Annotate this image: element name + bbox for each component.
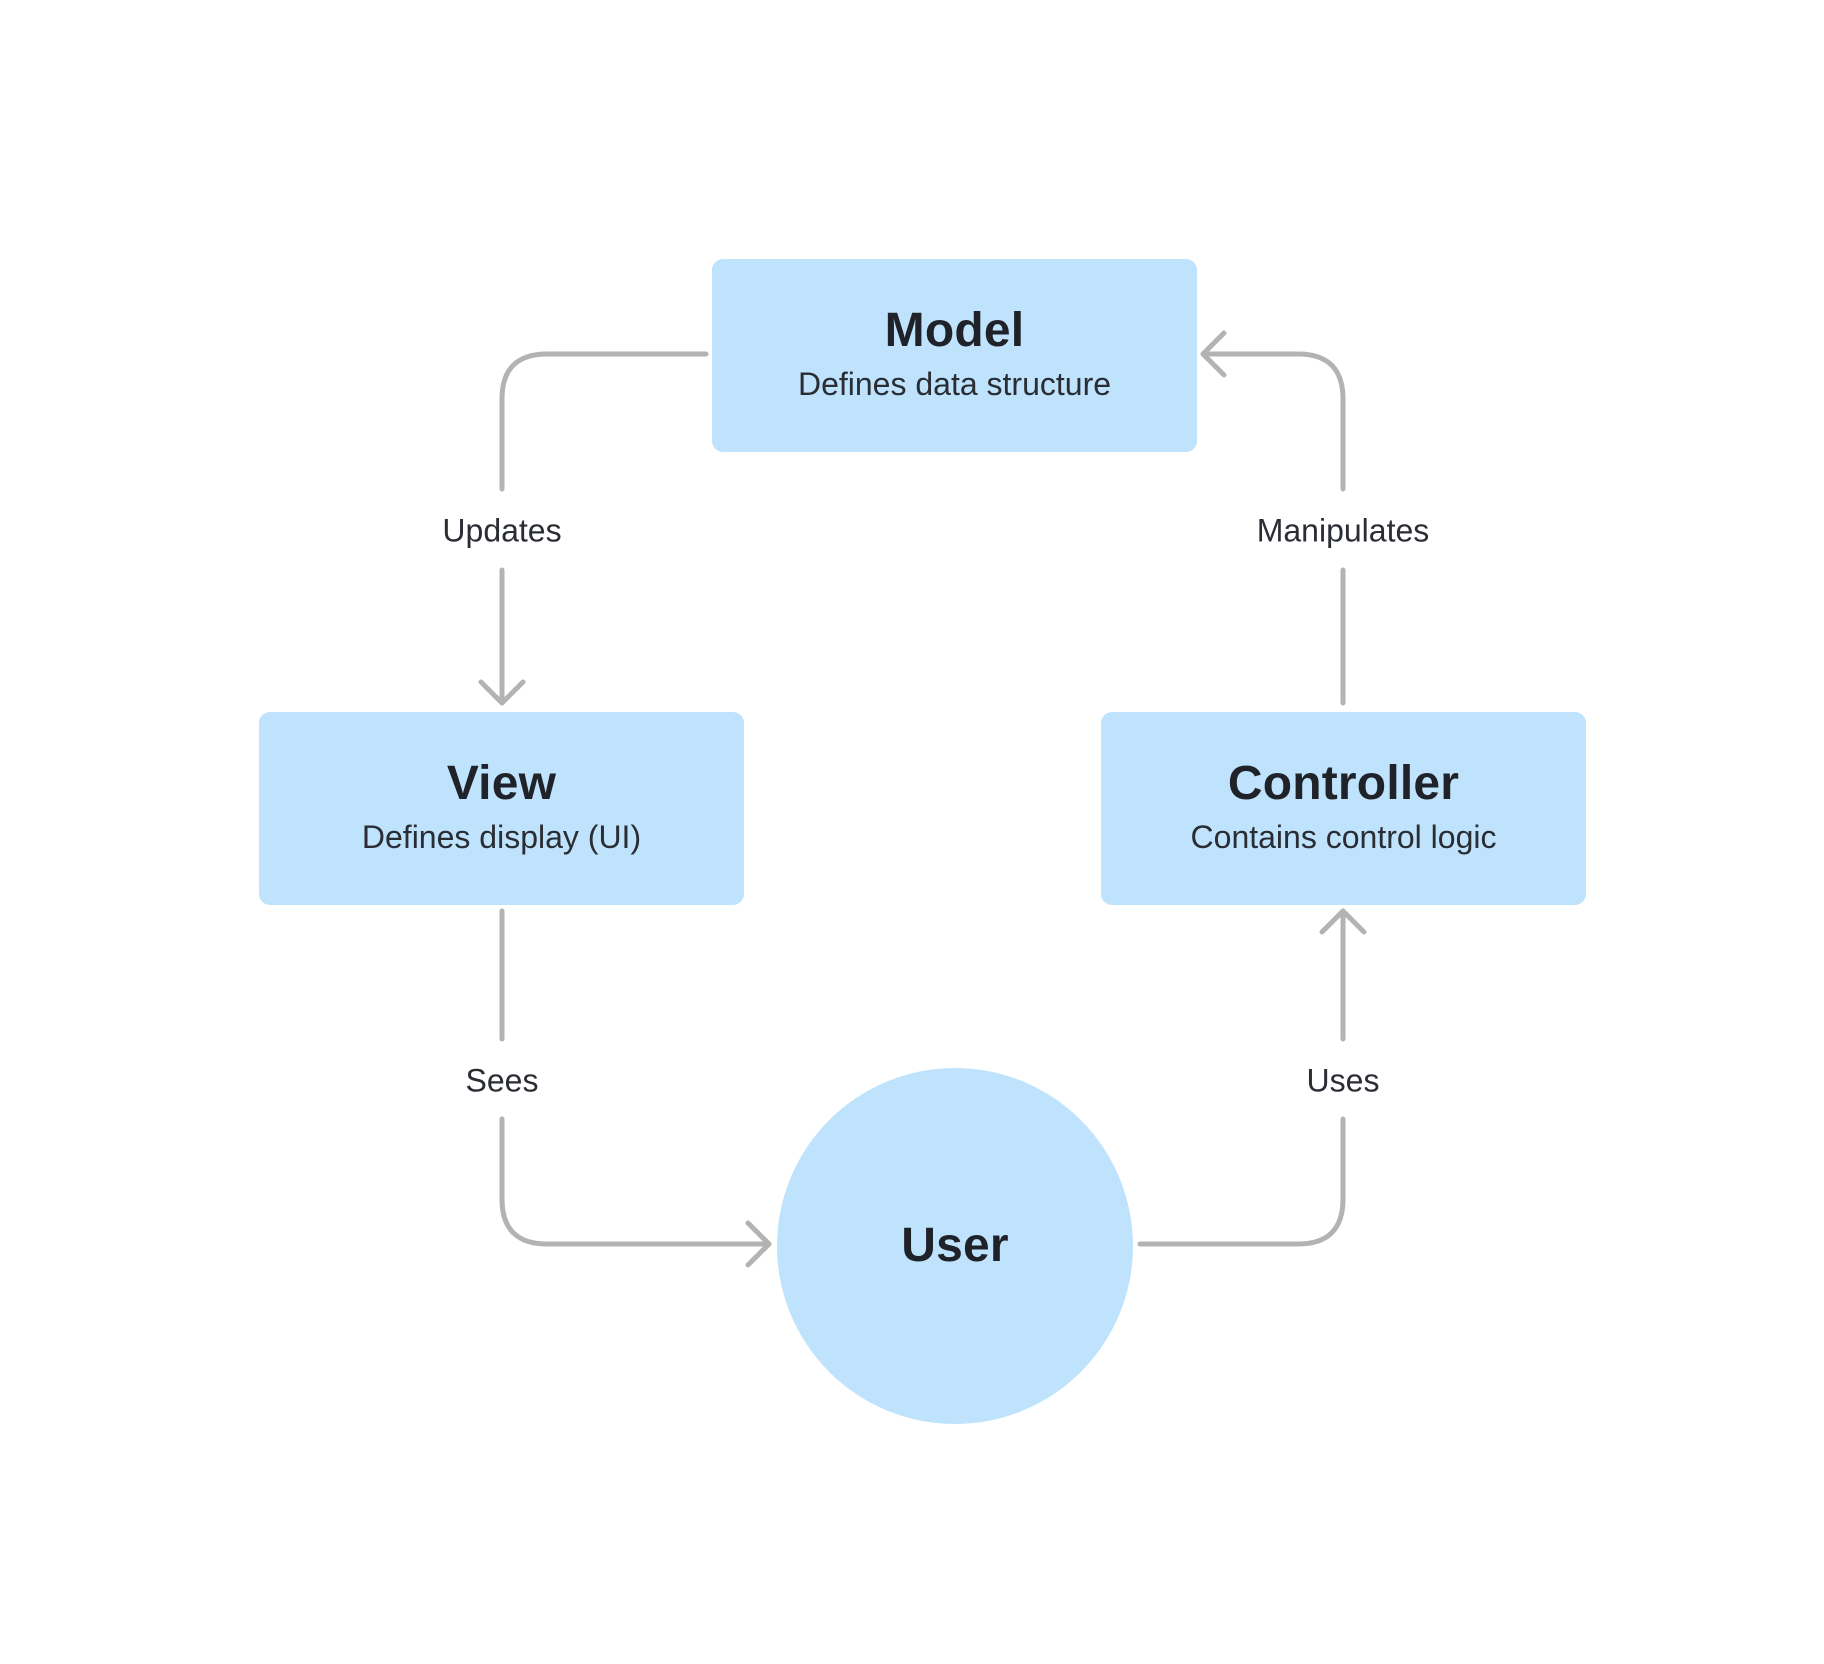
model-description: Defines data structure — [797, 366, 1112, 403]
user-node: User — [777, 1068, 1133, 1424]
edge-updates-upper-line — [499, 351, 709, 492]
edge-label-sees: Sees — [461, 1062, 543, 1100]
controller-title: Controller — [1227, 757, 1460, 811]
controller-node: Controller Contains control logic — [1101, 712, 1586, 905]
edge-manipulates-upper-line — [1200, 351, 1346, 492]
edge-uses-lower-line — [1137, 1116, 1346, 1247]
edge-sees-lower-line — [499, 1116, 772, 1247]
user-title: User — [901, 1218, 1009, 1272]
arrowhead-to-model — [1200, 330, 1227, 378]
view-description: Defines display (UI) — [361, 819, 642, 856]
edge-label-updates: Updates — [438, 512, 566, 550]
arrowhead-to-user — [745, 1220, 772, 1268]
arrowhead-to-view — [478, 679, 526, 706]
view-node: View Defines display (UI) — [259, 712, 744, 905]
edge-label-manipulates: Manipulates — [1252, 512, 1434, 550]
model-node: Model Defines data structure — [712, 259, 1197, 452]
arrowhead-to-controller — [1319, 908, 1367, 935]
edge-label-uses: Uses — [1302, 1062, 1384, 1100]
view-title: View — [446, 757, 557, 811]
model-title: Model — [884, 304, 1025, 358]
controller-description: Contains control logic — [1190, 819, 1497, 856]
